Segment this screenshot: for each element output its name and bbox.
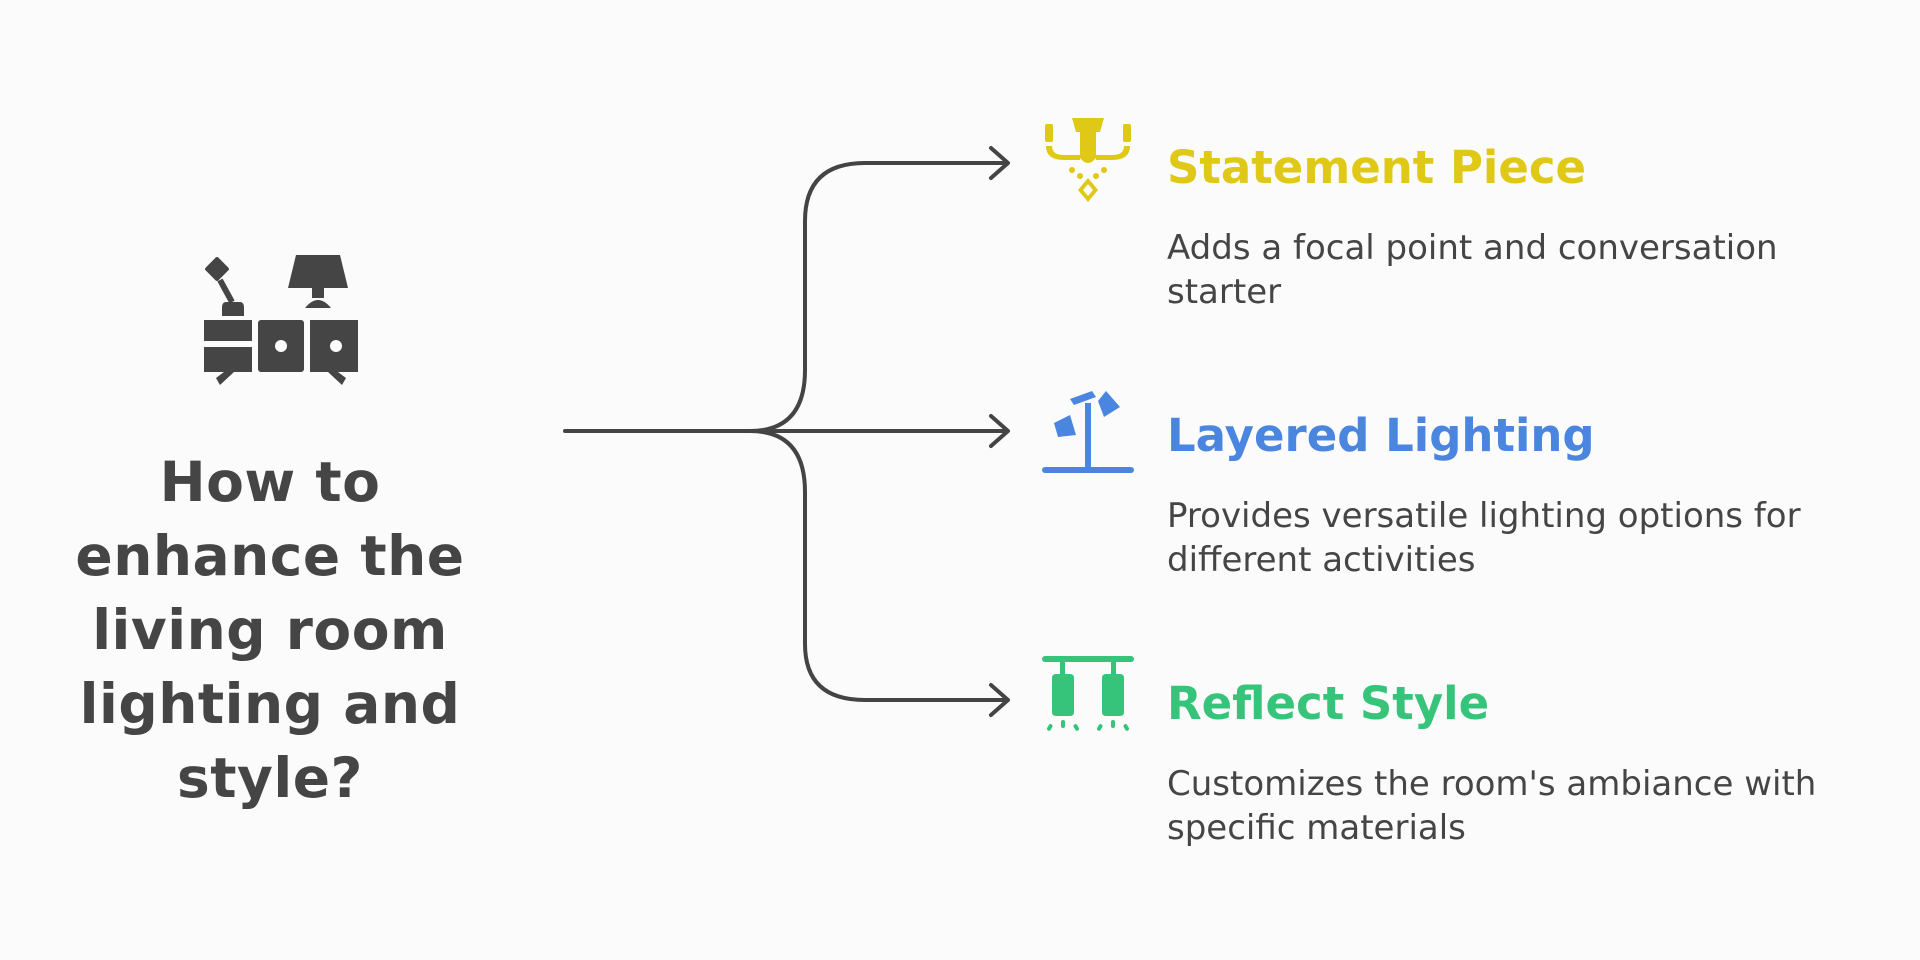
branch-title-reflect-style: Reflect Style [1167, 677, 1490, 730]
floor-lamp-icon [1042, 391, 1134, 473]
connector-branch-top [748, 161, 1007, 433]
branch-title-layered-lighting: Layered Lighting [1167, 409, 1595, 462]
branch-description-layered-lighting: Provides versatile lighting options for … [1167, 496, 1801, 580]
arrowhead-middle [989, 414, 1010, 448]
branch-title-statement-piece: Statement Piece [1167, 141, 1587, 194]
arrowhead-top [989, 146, 1010, 180]
chandelier-icon [1045, 118, 1131, 202]
branch-description-statement-piece: Adds a focal point and conversation star… [1167, 228, 1778, 312]
branch-description-reflect-style: Customizes the room's ambiance with spec… [1167, 764, 1817, 848]
arrowhead-bottom [989, 683, 1010, 717]
connector-branch-bottom [748, 429, 1007, 702]
diagram-title: How to enhance the living room lighting … [75, 450, 465, 810]
living-room-furniture-icon [204, 255, 358, 385]
pendant-lights-icon [1042, 656, 1134, 731]
